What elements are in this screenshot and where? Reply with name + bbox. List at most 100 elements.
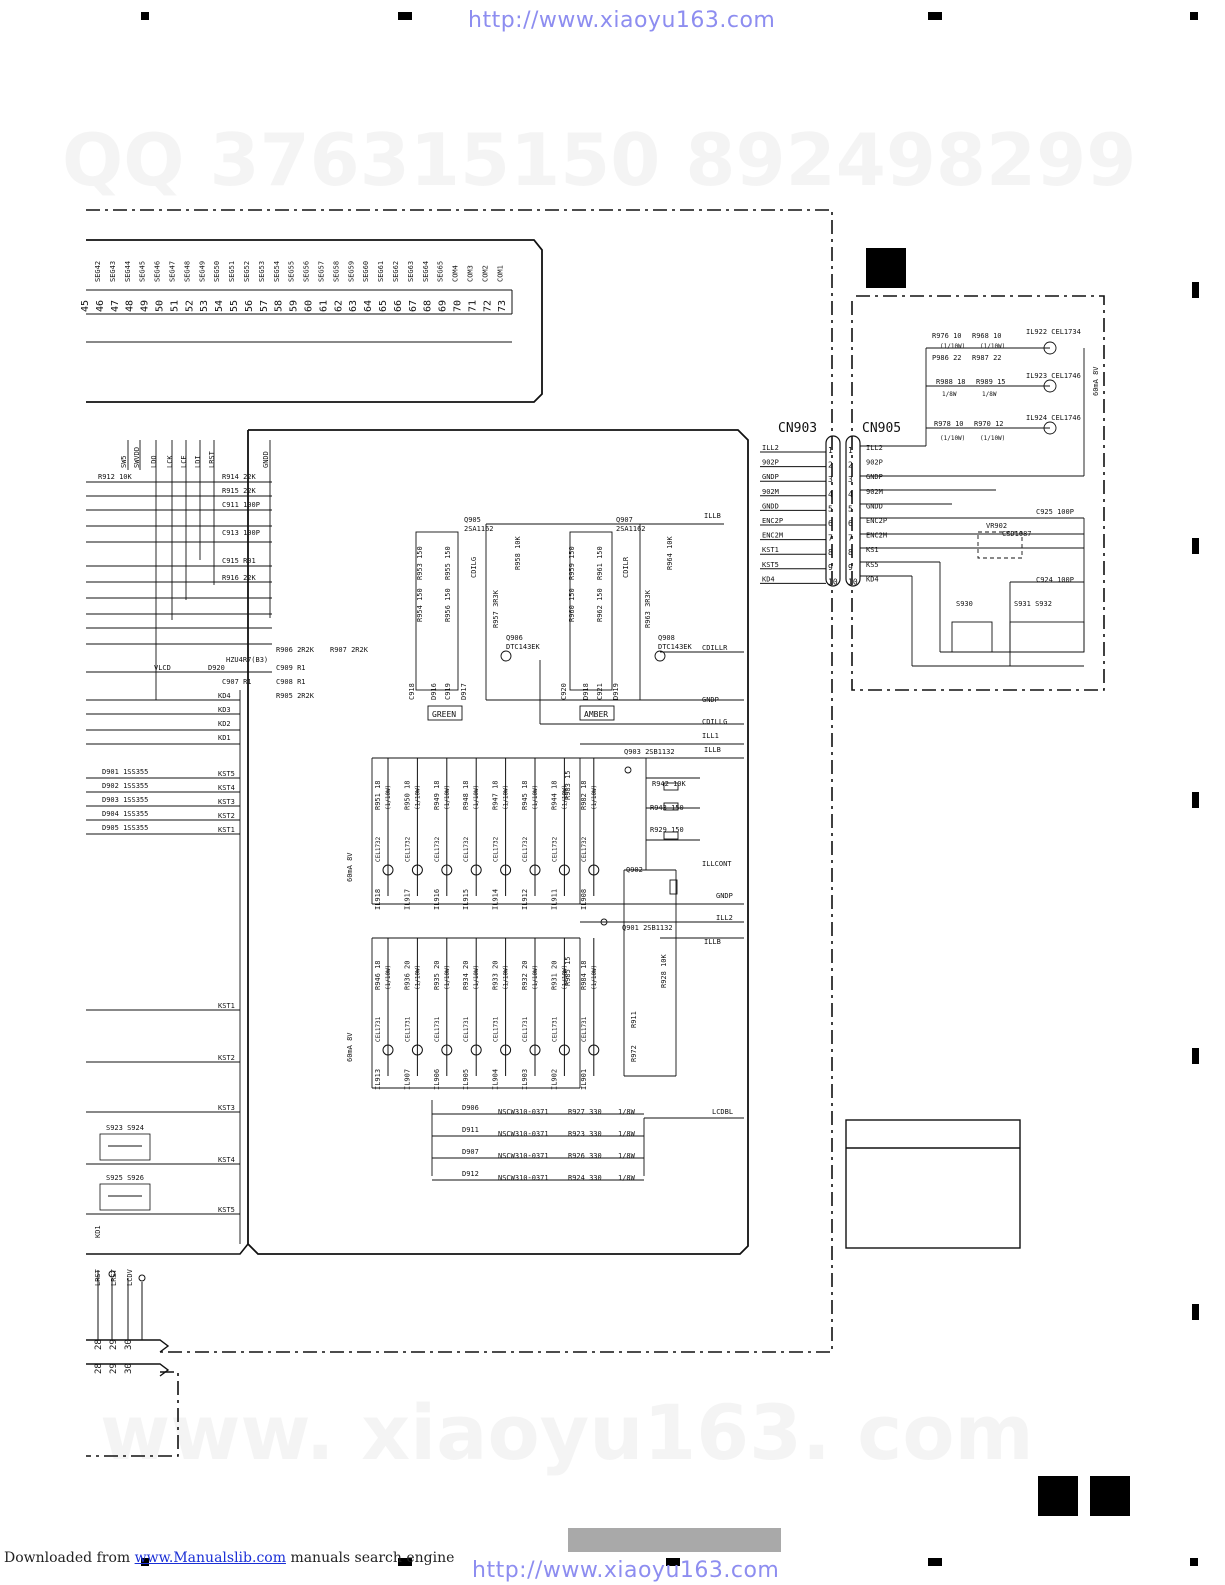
resistor-label: R949 18 xyxy=(433,780,441,810)
kst-label: KST4 xyxy=(218,784,235,792)
pin-number: 8 xyxy=(848,548,853,557)
right-panel-circuit xyxy=(860,341,1085,667)
component-label: R914 22K xyxy=(222,473,257,481)
lcd-segment-label: SEG59 xyxy=(347,261,355,282)
qq-watermark: QQ 376315150 892498299 xyxy=(62,118,1136,202)
schematic-label: Q908 xyxy=(658,634,675,642)
component-label: R985 15 xyxy=(564,956,572,986)
component-label: S931 S932 xyxy=(1014,600,1052,608)
illumination-control xyxy=(580,743,744,1077)
schematic-label: Q906 xyxy=(506,634,523,642)
schematic-label: C920 xyxy=(560,683,568,700)
lcd-pin-number: 53 xyxy=(199,300,210,312)
lcd-segment-label: SEG57 xyxy=(318,261,326,282)
lcd-segment-label: SEG46 xyxy=(154,261,162,282)
lamp-label: IL906 xyxy=(433,1069,441,1090)
pin-label: LRST xyxy=(94,1268,102,1286)
pin-number: 9 xyxy=(828,563,833,572)
lamp-label: IL918 xyxy=(374,889,382,910)
pin-number: 1 xyxy=(848,446,853,455)
header-url: http://www.xiaoyu163.com xyxy=(468,8,776,33)
connector-label: CN905 xyxy=(862,421,901,436)
schematic-label: R960 150 xyxy=(568,588,576,622)
reg-mark xyxy=(1192,282,1199,298)
lamp-type: CEL1731 xyxy=(404,1016,411,1042)
lcd-segment-label: COM2 xyxy=(481,265,489,282)
switch-label: S925 S926 xyxy=(106,1174,144,1182)
component-label: R907 2R2K xyxy=(330,646,369,654)
led-part: NSCW310-0371 xyxy=(498,1152,549,1160)
schematic-label: D917 xyxy=(460,683,468,700)
lamp-label: IL905 xyxy=(462,1069,470,1090)
schematic-label: R953 150 xyxy=(416,546,424,580)
lcd-segment-label: SEG56 xyxy=(303,261,311,282)
diode-label: D904 1SS355 xyxy=(102,810,148,818)
resistor-label: R987 22 xyxy=(972,354,1002,362)
lcd-segment-label: SEG45 xyxy=(139,261,147,282)
wattage-label: 1/8W xyxy=(618,1130,636,1138)
lcd-pin-number: 55 xyxy=(229,300,240,312)
lcd-segment-label: SEG50 xyxy=(213,261,221,282)
bus-label: CDILLR xyxy=(702,644,728,652)
pin-number: 7 xyxy=(848,534,853,543)
bus-label: ILL2 xyxy=(716,914,733,922)
pin-signal: ILL2 xyxy=(866,444,883,452)
pin-signal: ILL2 xyxy=(762,444,779,452)
component-label: R983 15 xyxy=(564,770,572,800)
page-block xyxy=(1038,1476,1078,1516)
schematic-label: Q905 xyxy=(464,516,481,524)
bus-label: GNDP xyxy=(716,892,733,900)
pin-number: 3 xyxy=(828,475,833,484)
lcd-pin-number: 67 xyxy=(408,300,419,312)
manualslib-link[interactable]: www.Manualslib.com xyxy=(134,1550,286,1566)
led-label: D907 xyxy=(462,1148,479,1156)
schematic-label: D919 xyxy=(612,683,620,700)
component-label: R911 xyxy=(630,1011,638,1028)
pin-number: 30 xyxy=(124,1339,134,1350)
schematic-label: R959 150 xyxy=(568,546,576,580)
lcd-pin-number: 47 xyxy=(110,300,121,312)
resistor-label: R923 330 xyxy=(568,1130,602,1138)
bus-label: ILLCONT xyxy=(702,860,732,868)
lcd-pin-number: 65 xyxy=(378,300,389,312)
wattage-label: (1/10W) xyxy=(385,965,392,990)
kd-label: KD2 xyxy=(218,720,231,728)
led-label: D912 xyxy=(462,1170,479,1178)
resistor-label: R945 18 xyxy=(521,780,529,810)
pin-number: 29 xyxy=(109,1339,119,1350)
lcd-pin-number: 64 xyxy=(363,300,374,312)
wattage-label: (1/10W) xyxy=(532,785,539,810)
pin-number: 4 xyxy=(848,490,853,499)
wattage-label: (1/10W) xyxy=(444,965,451,990)
lcd-pin-number: 66 xyxy=(393,300,404,312)
led-part: NSCW310-0371 xyxy=(498,1174,549,1182)
pin-signal: KD4 xyxy=(762,575,775,583)
reg-mark xyxy=(398,1558,412,1566)
pin-number: 6 xyxy=(848,519,853,528)
pin-number: 2 xyxy=(828,461,833,470)
schematic-label: R957 3R3K xyxy=(492,589,500,628)
lcd-segment-label: COM1 xyxy=(496,265,504,282)
pin-number: 2 xyxy=(848,461,853,470)
schematic-label: 2SA1162 xyxy=(464,525,494,533)
component-label: C908 R1 xyxy=(276,678,306,686)
pin-number: 9 xyxy=(848,563,853,572)
switch-label: S923 S924 xyxy=(106,1124,144,1132)
bus-labels: ILLBCDILLRGNDPCDILLGILL1ILLBILLCONTGNDPI… xyxy=(702,512,733,1116)
resistor-label: R924 330 xyxy=(568,1174,602,1182)
lcd-segment-label: SEG47 xyxy=(169,261,177,282)
diode-label: D902 1SS355 xyxy=(102,782,148,790)
component-label: CSD1087 xyxy=(1002,530,1032,538)
led-part: NSCW310-0371 xyxy=(498,1130,549,1138)
lamp-label: IL913 xyxy=(374,1069,382,1090)
pin-signal: KST5 xyxy=(762,561,779,569)
lamp-type: CEL1732 xyxy=(434,836,441,862)
wattage-label: 1/8W xyxy=(982,391,997,398)
wattage-label: (1/10W) xyxy=(385,785,392,810)
lcd-segment-label: SEG55 xyxy=(288,261,296,282)
